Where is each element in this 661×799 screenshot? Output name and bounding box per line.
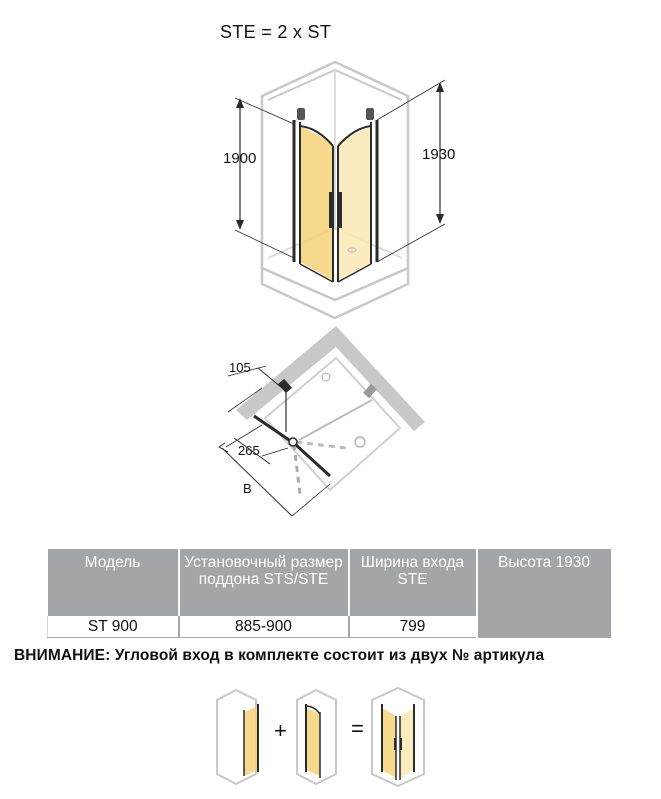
dimension-offset-side: 265 — [238, 443, 260, 458]
table-cell-entry-width: 799 — [347, 616, 477, 638]
table-header-entry-width: Ширина входа STE — [347, 549, 477, 616]
dimension-height-left: 1900 — [223, 150, 257, 167]
spec-table: Модель Установочный размер поддона STS/S… — [47, 549, 611, 638]
table-header-tray-size: Установочный размер поддона STS/STE — [177, 549, 349, 616]
table-cell-tray-size: 885-900 — [177, 616, 349, 638]
dimension-offset-top: 105 — [229, 360, 251, 375]
table-header-height: Высота 1930 — [475, 549, 611, 638]
mini-combined — [371, 686, 425, 788]
mini-single-right — [296, 688, 337, 786]
table-header-row: Модель Установочный размер поддона STS/S… — [47, 549, 611, 638]
diagram-title: STE = 2 x ST — [220, 22, 332, 42]
mini-single-left — [216, 688, 259, 786]
notice-text: ВНИМАНИЕ: Угловой вход в комплекте состо… — [14, 647, 545, 664]
dimension-width-label: B — [243, 481, 252, 496]
equals-sign: = — [351, 716, 364, 741]
shower-plan-view — [218, 326, 425, 517]
plus-sign: + — [274, 718, 287, 743]
dimension-height-right: 1930 — [422, 146, 456, 163]
shower-3d-view — [234, 60, 446, 320]
table-header-model: Модель — [47, 549, 179, 616]
table-row: ST 900 885-900 799 — [47, 616, 611, 638]
table-cell-model: ST 900 — [47, 616, 179, 638]
